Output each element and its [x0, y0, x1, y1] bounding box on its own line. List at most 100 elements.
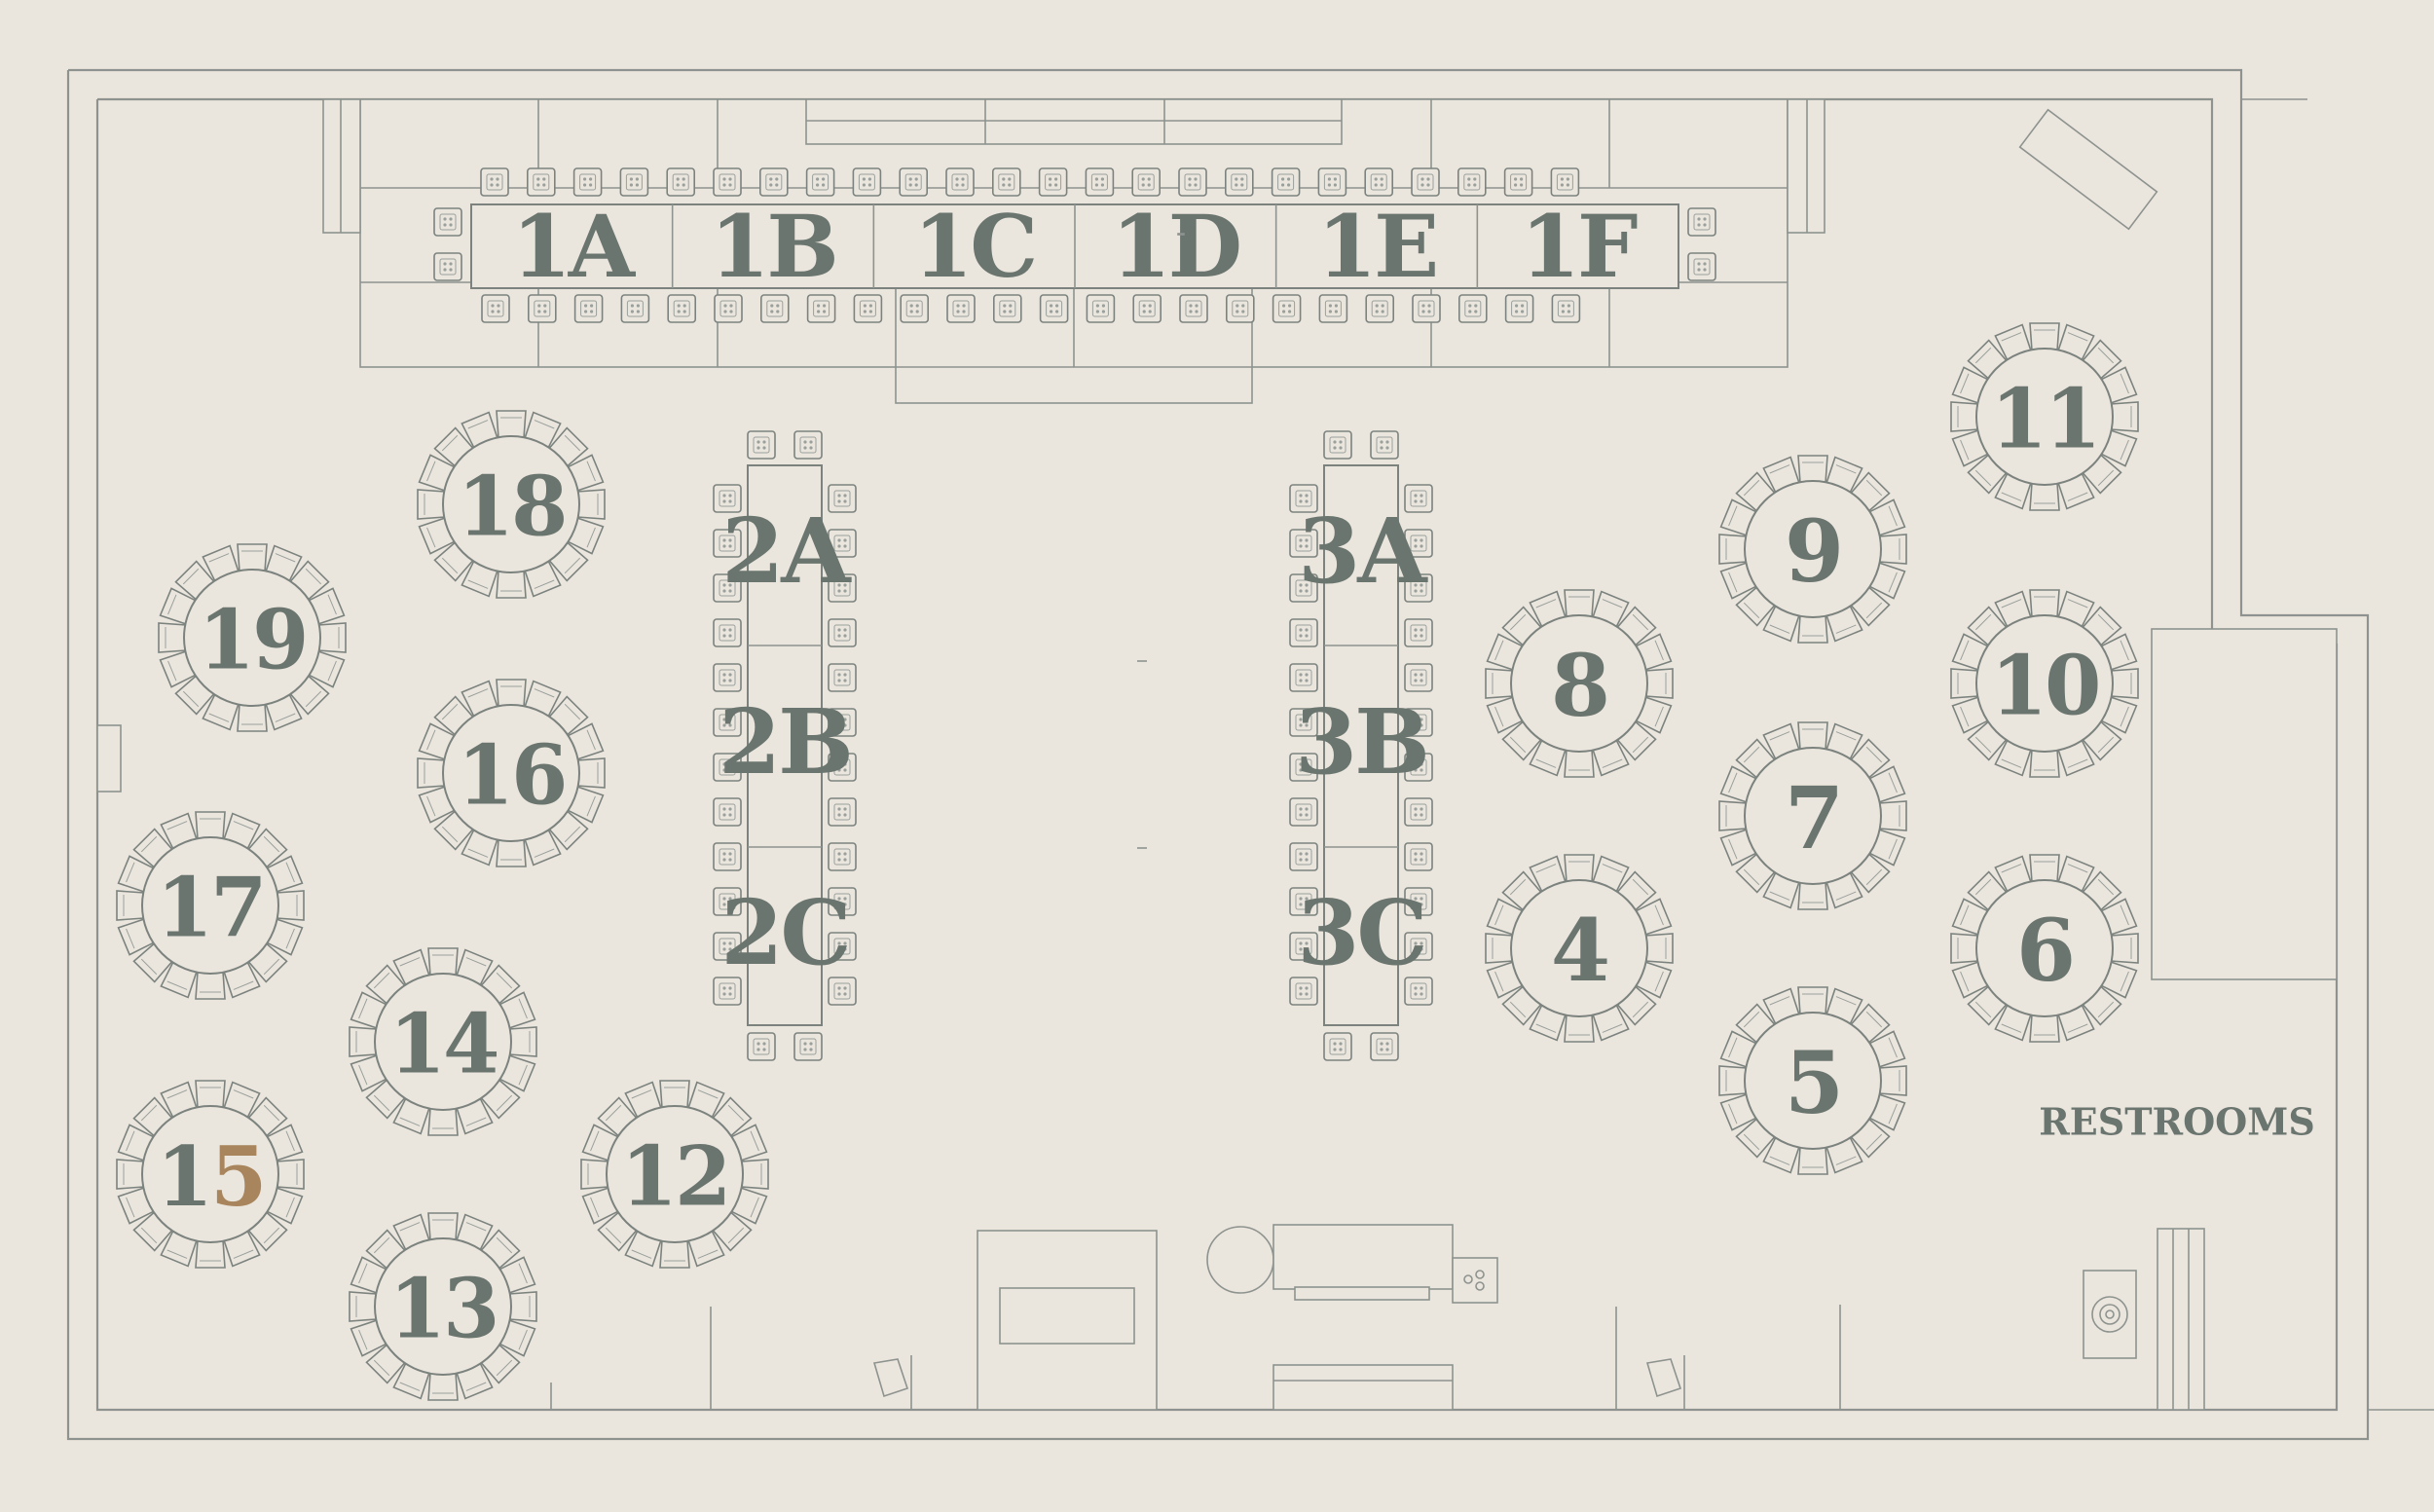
round-table-4: 4: [1485, 854, 1674, 1043]
head-chair: [481, 294, 510, 323]
chair: [1950, 933, 1979, 964]
round-table-6: 6: [1950, 854, 2139, 1043]
head-table-label: 1F: [1521, 196, 1638, 297]
chair: [1797, 1146, 1828, 1175]
head-chair: [620, 294, 650, 323]
chair: [1564, 1014, 1595, 1043]
round-table-14: 14: [349, 947, 537, 1136]
chair: [1485, 668, 1514, 699]
head-chair: [666, 167, 696, 197]
chair: [828, 842, 857, 871]
head-chair: [1364, 167, 1393, 197]
round-table-label: 12: [621, 1128, 729, 1225]
round-table-label: 15: [157, 1128, 265, 1225]
chair: [2029, 854, 2060, 883]
chair: [2029, 589, 2060, 618]
chair: [1485, 933, 1514, 964]
head-chair: [853, 294, 883, 323]
speaker: [1452, 1257, 1498, 1304]
round-table-label: 19: [199, 592, 307, 688]
head-chair: [1411, 167, 1440, 197]
head-end-chair: [433, 207, 462, 237]
round-table-19: 19: [158, 543, 347, 732]
chair: [576, 489, 606, 520]
chair: [1404, 797, 1433, 827]
chair: [580, 1159, 609, 1190]
chair: [349, 1291, 378, 1322]
head-chair: [526, 167, 556, 197]
chair: [1797, 614, 1828, 644]
chair: [496, 410, 527, 439]
chair: [1323, 1032, 1352, 1061]
chair: [1370, 1032, 1399, 1061]
head-chair: [527, 294, 557, 323]
head-chair: [1226, 294, 1255, 323]
round-table-15: 15: [116, 1080, 305, 1269]
head-chair: [714, 294, 743, 323]
chair: [195, 1080, 226, 1109]
chair: [427, 1212, 459, 1241]
long-table-label: 3B: [1295, 689, 1427, 794]
chair: [659, 1080, 690, 1109]
chair: [2110, 668, 2139, 699]
head-chair: [945, 167, 975, 197]
chair: [116, 1159, 145, 1190]
chair: [1950, 668, 1979, 699]
head-table-label: 1D: [1112, 196, 1240, 297]
monitor-right: [1645, 1358, 1682, 1398]
chair: [2029, 482, 2060, 511]
chair: [828, 663, 857, 692]
chair: [1370, 430, 1399, 460]
chair: [1289, 663, 1318, 692]
long-table-label: 2B: [719, 689, 851, 794]
chair: [1644, 668, 1674, 699]
head-chair: [572, 167, 603, 197]
chair: [828, 797, 857, 827]
chair: [1564, 749, 1595, 778]
round-table-label: 17: [157, 860, 265, 956]
head-chair: [1458, 294, 1488, 323]
round-table-label: 16: [458, 727, 566, 824]
head-chair: [713, 167, 742, 197]
dj-booth: [1272, 1224, 1454, 1290]
head-chair: [1271, 167, 1301, 197]
round-table-label: 13: [389, 1261, 498, 1357]
head-chair: [1085, 167, 1115, 197]
head-chair: [667, 294, 697, 323]
long-table-label: 2C: [720, 880, 848, 985]
chair: [713, 797, 742, 827]
chair: [713, 842, 742, 871]
head-chair: [899, 167, 929, 197]
head-chair: [1038, 167, 1068, 197]
chair: [195, 811, 226, 840]
round-table-16: 16: [417, 679, 606, 867]
chair: [1878, 800, 1907, 831]
chair: [496, 570, 527, 599]
round-table-11: 11: [1950, 322, 2139, 511]
head-chair: [1365, 294, 1394, 323]
chair: [747, 1032, 776, 1061]
chair: [116, 890, 145, 921]
chair: [1564, 854, 1595, 883]
chair: [1718, 1065, 1748, 1096]
chair: [417, 757, 446, 789]
head-chair: [759, 294, 790, 323]
head-chair: [1412, 294, 1441, 323]
chair: [793, 430, 823, 460]
chair: [1289, 797, 1318, 827]
head-table-label: 1A: [512, 196, 637, 297]
chair: [195, 971, 226, 1000]
round-table-18: 18: [417, 410, 606, 599]
restroom-block: [2151, 628, 2338, 980]
chair: [427, 947, 459, 977]
chair: [1797, 455, 1828, 484]
side-table: [2018, 108, 2158, 231]
chair: [2029, 749, 2060, 778]
head-end-chair: [1687, 207, 1716, 237]
round-side-table: [1206, 1226, 1274, 1294]
chair: [427, 1372, 459, 1401]
